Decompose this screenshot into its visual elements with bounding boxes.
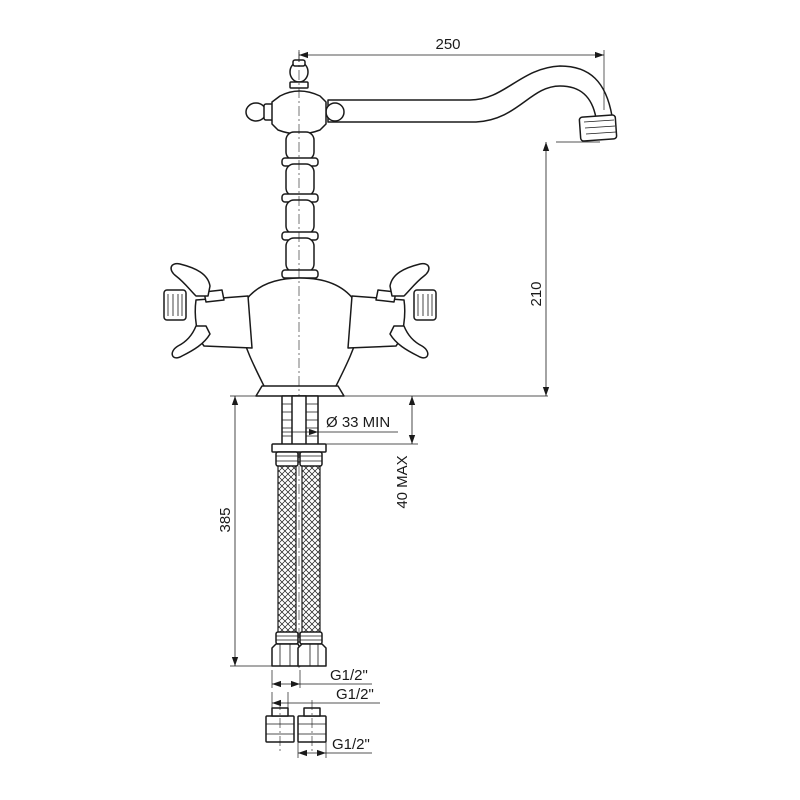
fixing-nut [271,443,327,453]
dim-250-label: 250 [435,36,460,53]
dim-thread-hose: G1/2" [271,667,372,688]
aerator [578,114,618,142]
spout [327,65,613,123]
dim-385-label: 385 [217,507,234,532]
hose-end-nuts [271,643,327,667]
dim-total-height: 385 [217,396,272,667]
dim-210-label: 210 [528,281,545,306]
dim-spout-reach: 250 [298,36,605,110]
dim-spout-height: 210 [528,141,600,396]
dim-thread-inlet-top: G1/2" [271,686,380,708]
spout-head [245,90,345,135]
hose-left [277,455,297,637]
dimensions: 250 210 385 Ø 33 MIN 40 MAX [217,36,605,758]
right-handle [347,262,437,359]
dim-g12-inlet-bottom-label: G1/2" [332,736,370,753]
left-handle [163,262,253,359]
dim-g12-hose-label: G1/2" [330,667,368,684]
dim-thread-inlet-bottom: G1/2" [297,736,372,758]
dim-g12-inlet-top-label: G1/2" [336,686,374,703]
valve-body [239,277,361,395]
dim-40max-label: 40 MAX [394,455,411,508]
hose-right [301,455,321,637]
mounting-assembly [230,395,548,752]
dim-33min-label: Ø 33 MIN [326,414,390,431]
dim-deck-thickness: 40 MAX [326,396,418,509]
column [281,131,319,279]
base-flange [255,385,345,397]
inlet-connectors [265,700,327,752]
faucet [163,52,618,668]
dim-hole-diameter: Ø 33 MIN [282,414,398,436]
